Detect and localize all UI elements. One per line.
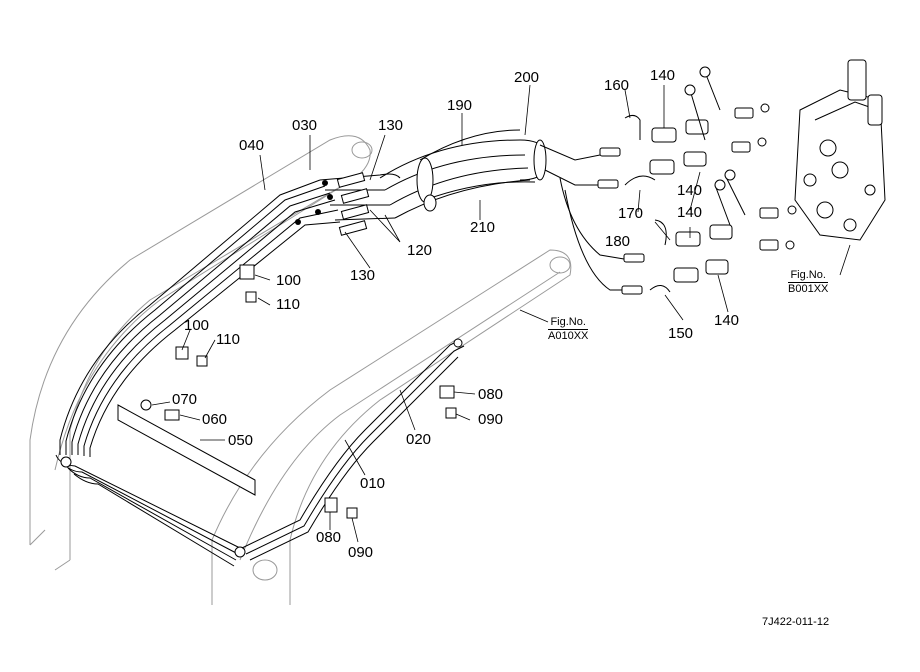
drawing-id: 7J422-011-12: [762, 616, 830, 628]
couplers: [597, 66, 797, 295]
part-label-130-upper: 130: [378, 117, 404, 134]
part-label-080-b: 080: [316, 529, 342, 546]
part-label-200: 200: [514, 69, 540, 86]
part-label-110-a: 110: [276, 296, 300, 313]
fig-ref-a010xx-code: A010XX: [548, 330, 589, 342]
part-label-140-c: 140: [677, 204, 703, 221]
part-label-070: 070: [172, 391, 198, 408]
loader-arm-outline: [29, 135, 572, 605]
part-label-140-d: 140: [714, 312, 740, 329]
fig-ref-b001xx: Fig.No. B001XX: [788, 269, 829, 296]
part-label-090-a: 090: [478, 411, 504, 428]
part-label-180: 180: [605, 233, 631, 250]
small-parts: [117, 264, 457, 519]
hose-bundle: [379, 129, 640, 291]
fig-ref-b001xx-label: Fig.No.: [788, 269, 829, 283]
fig-ref-a010xx: Fig.No. A010XX: [548, 316, 589, 343]
part-label-140-a: 140: [650, 67, 676, 84]
lower-pipe-bundle: [241, 338, 465, 561]
fig-ref-b001xx-code: B001XX: [788, 283, 829, 295]
part-label-060: 060: [202, 411, 228, 428]
hose-fittings-upper: [295, 172, 401, 236]
part-label-100-b: 100: [184, 317, 210, 334]
part-label-130-lower: 130: [350, 267, 376, 284]
upper-pipe-bundle: [55, 179, 341, 567]
part-label-040: 040: [239, 137, 265, 154]
part-label-210: 210: [470, 219, 496, 236]
part-label-100-a: 100: [276, 272, 302, 289]
part-label-150: 150: [668, 325, 694, 342]
control-valve: [794, 59, 886, 241]
part-label-120: 120: [407, 242, 433, 259]
part-label-020: 020: [406, 431, 432, 448]
fig-ref-a010xx-label: Fig.No.: [548, 316, 589, 330]
part-label-110-b: 110: [216, 331, 240, 348]
part-label-010: 010: [360, 475, 386, 492]
part-label-080-a: 080: [478, 386, 504, 403]
part-label-140-b: 140: [677, 182, 703, 199]
part-label-090-b: 090: [348, 544, 374, 561]
leader-lines: [151, 84, 851, 543]
part-label-050: 050: [228, 432, 254, 449]
part-label-170: 170: [618, 205, 644, 222]
part-label-190: 190: [447, 97, 473, 114]
part-label-160: 160: [604, 77, 630, 94]
part-label-030: 030: [292, 117, 318, 134]
